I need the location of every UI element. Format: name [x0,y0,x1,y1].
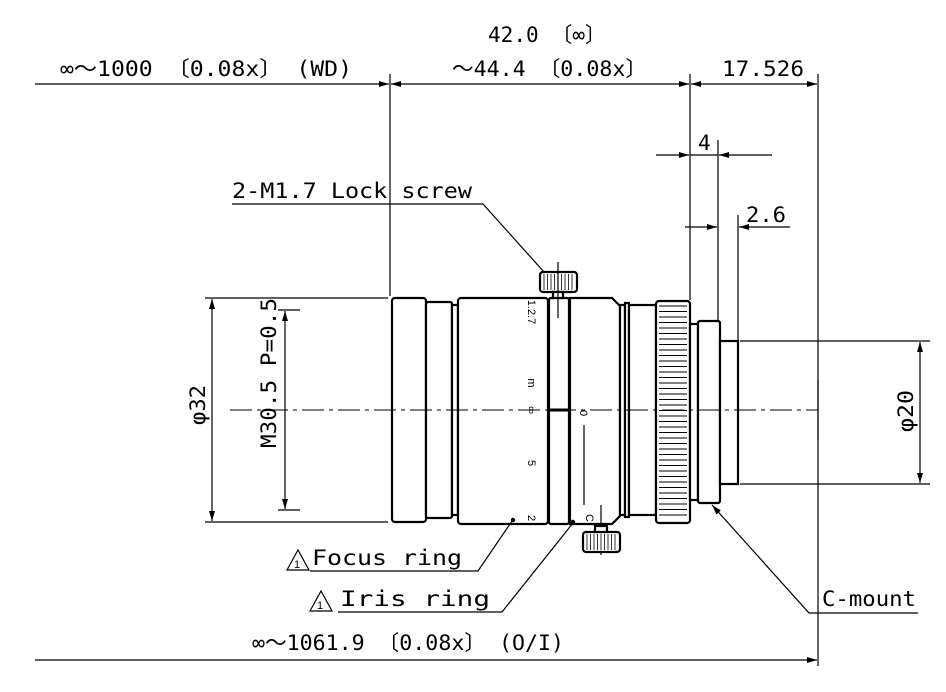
focus-2-mark: 2 [525,515,537,521]
lock-screw-label: 2-M1.7 Lock screw [232,179,472,203]
mount-dimensions: 4 2.6 [656,131,790,230]
length-at-mag-label: ～44.4 〔0.08x〕 [452,57,647,81]
screw-knurl-pattern [543,274,616,550]
c-mount-label: C-mount [822,587,916,611]
rear-diameter-label: φ20 [894,390,918,432]
revision-mark: 1 [294,559,300,571]
iris-zero-mark: 0 [577,410,589,416]
focus-5-mark: 5 [525,460,537,466]
iris-f-mark: 1.2.7 [525,300,537,324]
iris-ring-callout: 1 Iris ring [308,522,574,613]
filter-thread-label: M30.5 P=0.5 [257,298,281,448]
iris-close-mark: C [583,514,595,522]
front-diameter-label: φ32 [186,385,210,425]
knurled-ring [654,299,692,525]
focus-ring-callout: 1 Focus ring [285,520,513,572]
lens-body: ∞ m 5 2 1.2.7 0 C [390,262,740,555]
focus-ring-label: Focus ring [312,546,462,570]
lock-screw-bottom [581,530,622,554]
knurl-pattern [659,305,687,516]
flange-back-label: 17.526 [722,57,804,81]
revision-mark: 1 [317,600,323,612]
object-to-image-dimension: ∞～1061.9 〔0.08x〕 (O/I) [35,631,817,663]
mount-step-label: 2.6 [746,203,786,227]
iris-ring-label: Iris ring [340,587,490,611]
object-to-image-label: ∞～1061.9 〔0.08x〕 (O/I) [252,631,564,655]
top-dimensions: 42.0 〔∞〕 ∞～1000 〔0.08x〕 (WD) ～44.4 〔0.08… [35,23,817,87]
focus-unit-mark: m [525,378,537,387]
c-mount-callout: C-mount [711,504,918,614]
extension-lines [205,74,930,666]
working-distance-label: ∞～1000 〔0.08x〕 (WD) [60,57,352,81]
c-mount-thread [696,319,722,505]
diameter-dimensions: φ32 M30.5 P=0.5 φ20 [186,298,923,521]
mount-length-label: 4 [698,131,711,155]
overall-length-label: 42.0 〔∞〕 [488,23,606,47]
lock-screw-callout: 2-M1.7 Lock screw [232,179,554,283]
